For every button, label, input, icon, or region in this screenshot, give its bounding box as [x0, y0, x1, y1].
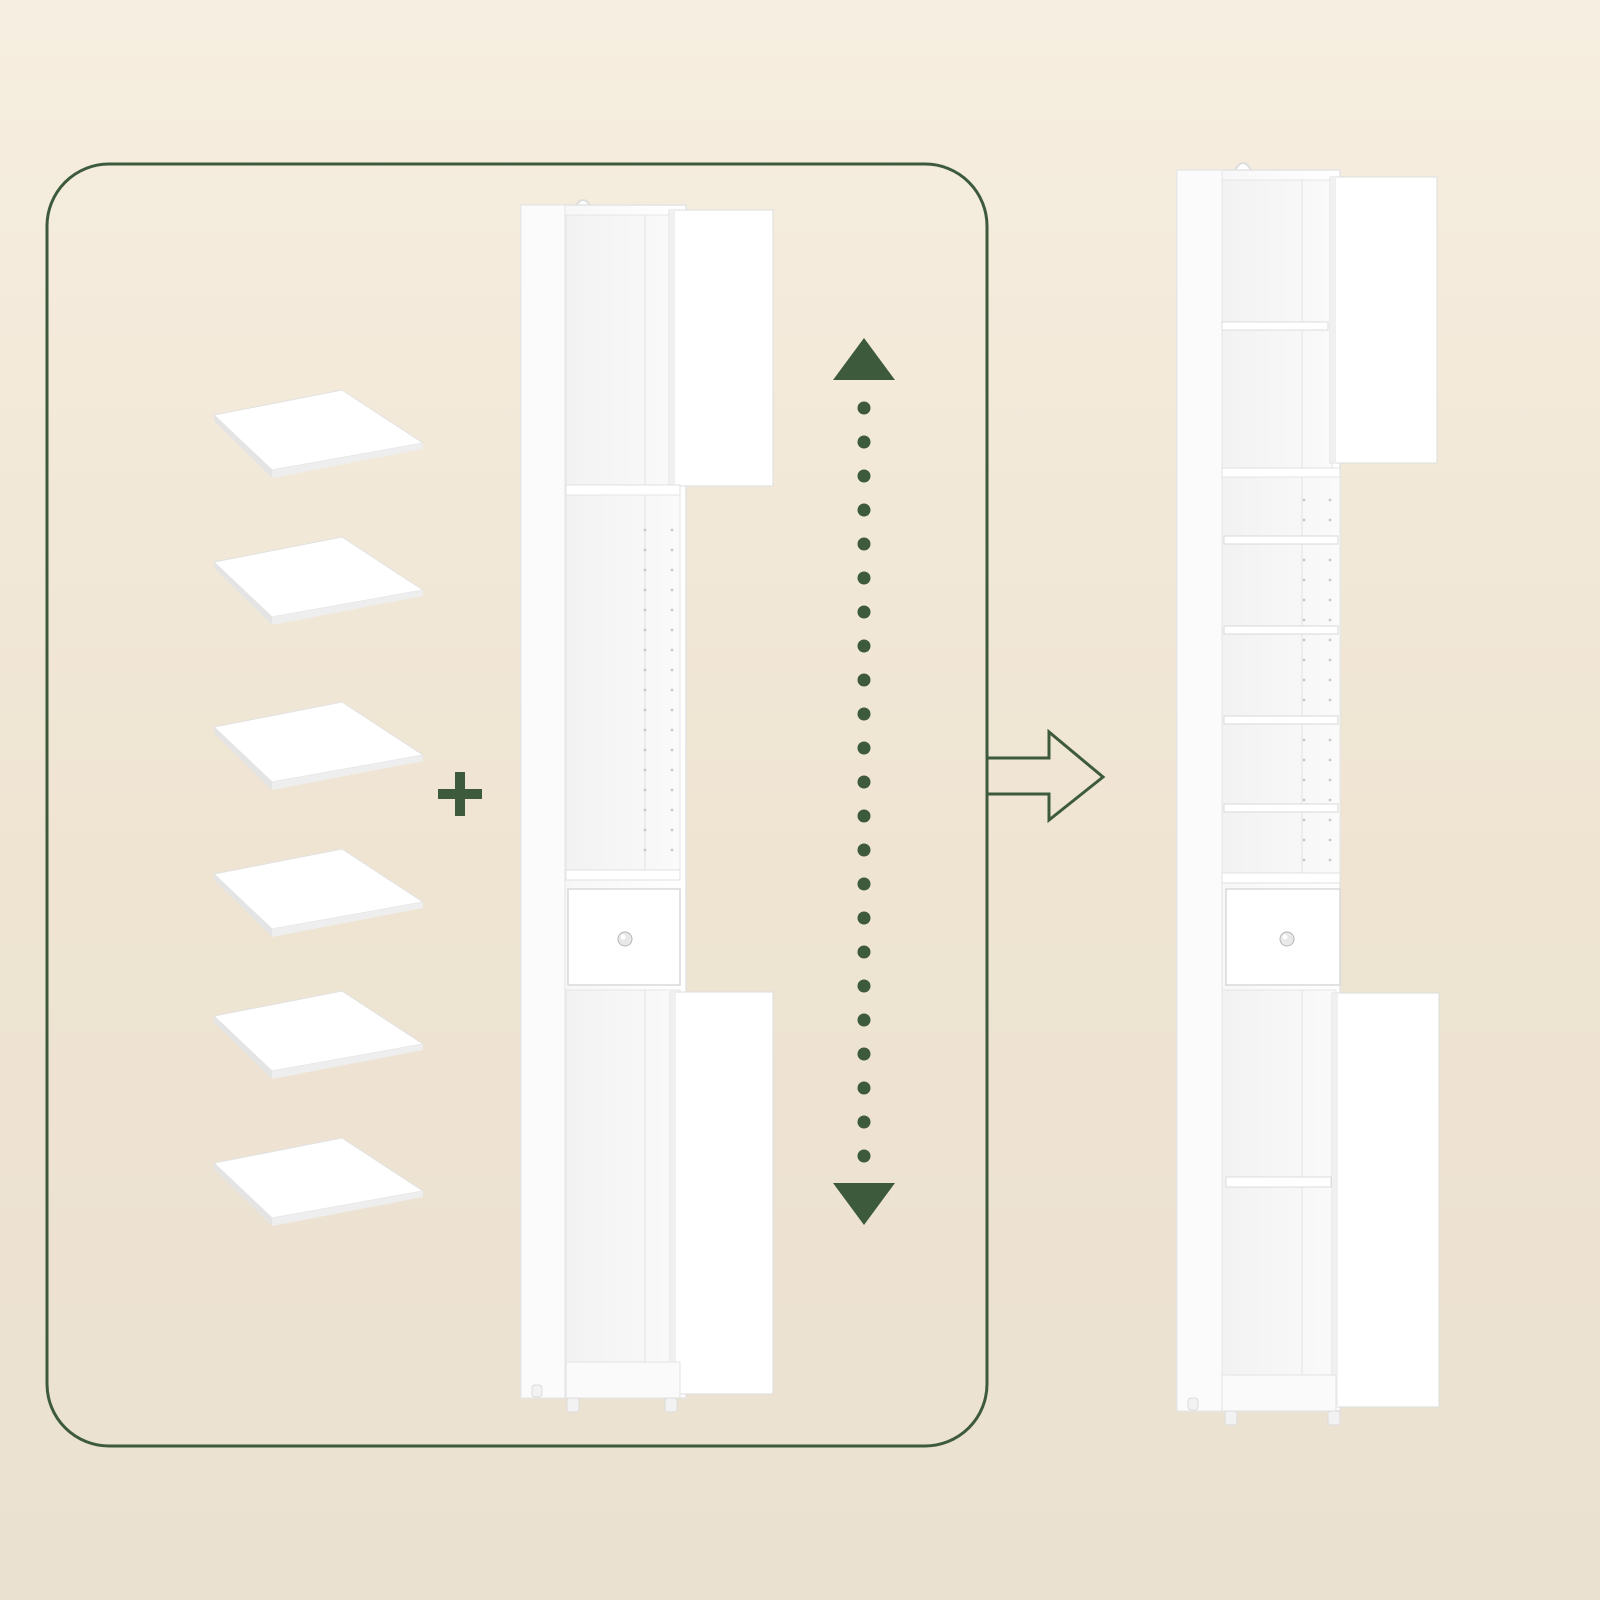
- loose-shelf: [212, 701, 425, 790]
- loose-shelf: [212, 389, 425, 478]
- installed-shelf: [1223, 535, 1339, 545]
- loose-shelves: [212, 389, 425, 1226]
- loose-shelf: [212, 1137, 425, 1226]
- cabinet-after: [1176, 162, 1440, 1426]
- grouping-frame: [45, 162, 989, 1448]
- installed-shelf: [1223, 715, 1339, 725]
- plus-icon: [438, 772, 482, 816]
- loose-shelf: [212, 848, 425, 937]
- double-headed-dotted-arrow-icon: [833, 338, 895, 1225]
- installed-shelf: [1223, 803, 1339, 813]
- loose-shelf: [212, 990, 425, 1079]
- installed-shelf: [1223, 625, 1339, 635]
- loose-shelf: [212, 536, 425, 625]
- cabinet-before: [520, 199, 774, 1413]
- right-outline-arrow-icon: [987, 728, 1106, 824]
